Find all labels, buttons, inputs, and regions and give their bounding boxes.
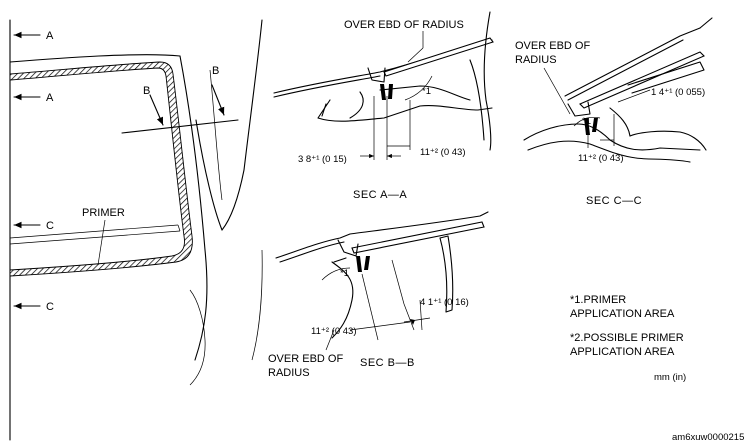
bb-dim-right: 4 1⁺¹ (0 16) [420,297,469,308]
legend-note2-line2: APPLICATION AREA [570,346,675,358]
section-cc-drawing: *1 [523,17,713,163]
aa-angle-label: *1 [422,86,431,97]
aa-over-ebd-label: OVER EBD OF RADIUS [344,19,464,31]
legend-note1-line2: APPLICATION AREA [570,308,675,320]
legend-note2-line1: *2.POSSIBLE PRIMER [570,332,684,344]
section-bb-drawing: *1 [275,211,489,341]
section-arrow-a-top-label: A [46,30,54,42]
bb-over-ebd-label-2: RADIUS [268,367,310,379]
section-arrow-c-bottom: C [13,301,54,313]
bb-angle-label: *1 [340,268,349,279]
legend-note1-line1: *1.PRIMER [570,294,626,306]
section-arrow-c-top: C [13,220,54,232]
cc-dim-top: 1 4⁺¹ (0 055) [651,87,705,98]
bb-leader-line [325,329,335,351]
figure-id: am6xuw0000215 [672,432,744,443]
section-arrow-b-right-label: B [212,65,219,77]
cc-angle-label: *1 [582,116,591,127]
section-arrow-a-bottom-label: A [46,92,54,104]
section-arrow-c-bottom-label: C [46,301,54,313]
cc-over-ebd-label-1: OVER EBD OF [515,40,590,52]
primer-label: PRIMER [82,207,125,219]
bb-section-title: SEC B—B [360,357,415,369]
aa-dim-left: 3 8⁺¹ (0 15) [298,154,347,165]
section-arrow-a-bottom: A [13,92,54,104]
windshield-overview [9,19,263,441]
legend: *1.PRIMER APPLICATION AREA *2.POSSIBLE P… [570,294,686,383]
aa-dim-right: 11⁺² (0 43) [420,147,466,158]
bb-over-ebd-label-1: OVER EBD OF [268,353,343,365]
section-aa-drawing: *1 [273,11,494,160]
cc-leader-line [543,67,571,115]
section-arrow-a-top: A [13,30,54,42]
section-arrow-c-top-label: C [46,220,54,232]
legend-units: mm (in) [654,372,686,383]
cc-section-title: SEC C—C [586,195,642,207]
cc-over-ebd-label-2: RADIUS [515,54,557,66]
aa-section-title: SEC A—A [353,189,407,201]
cc-dim-bottom: 11⁺² (0 43) [578,153,624,164]
aa-leader-line-2 [407,47,424,63]
section-arrow-b-left-label: B [143,85,150,97]
